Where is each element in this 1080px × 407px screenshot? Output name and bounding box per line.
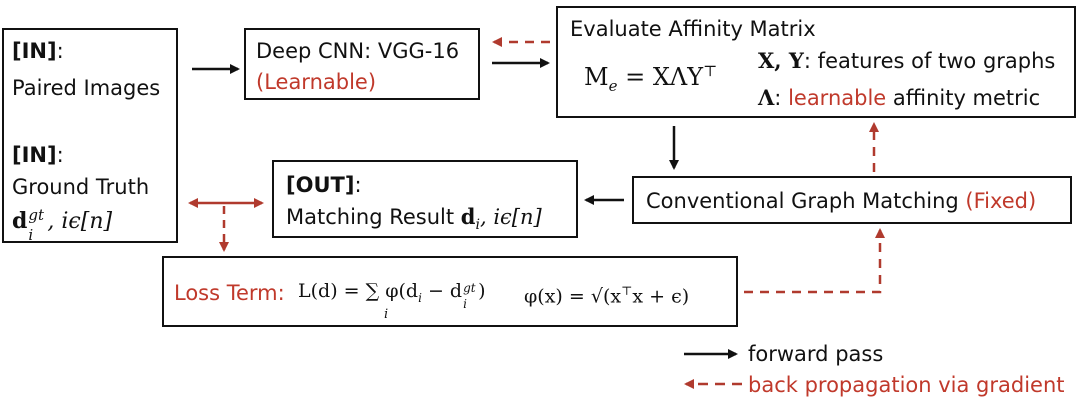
backprop-loss-to-matching <box>744 228 885 294</box>
xy-symbol: X, Y <box>758 48 804 73</box>
input-box: [IN]: Paired Images [IN]: Ground Truth d… <box>2 28 178 244</box>
cnn-title: Deep CNN: VGG-16 <box>256 39 460 63</box>
affinity-box: Evaluate Affinity Matrix Me = XΛY⊤ X, Y:… <box>556 6 1076 118</box>
affinity-formula: Me = XΛY⊤ <box>584 62 718 95</box>
graph-matching-box: Conventional Graph Matching (Fixed) <box>632 176 1072 224</box>
output-tag: [OUT] <box>286 173 355 197</box>
fixed-note: (Fixed) <box>965 189 1037 213</box>
legend-forward-label: forward pass <box>748 342 884 366</box>
input-colon-2: : <box>56 143 64 167</box>
affinity-title: Evaluate Affinity Matrix <box>570 17 816 41</box>
input-tag-1: [IN] <box>12 39 57 63</box>
output-colon: : <box>354 173 362 197</box>
output-label: Matching Result di, iϵ[n] <box>286 204 542 234</box>
legend-backward-label: back propagation via gradient <box>748 373 1065 397</box>
cnn-learnable-note: (Learnable) <box>256 70 377 94</box>
sum-index: i <box>384 307 389 322</box>
input-label-ground-truth: Ground Truth <box>12 175 150 199</box>
output-box: [OUT]: Matching Result di, iϵ[n] <box>272 160 578 238</box>
graph-matching-label: Conventional Graph Matching (Fixed) <box>646 189 1037 213</box>
input-colon-1: : <box>56 39 64 63</box>
input-tag-2: [IN] <box>12 143 57 167</box>
cnn-box: Deep CNN: VGG-16 (Learnable) <box>244 28 480 100</box>
learnable-word: learnable <box>788 86 887 110</box>
phi-formula: φ(x) = √(x⊤x + ϵ) <box>524 284 690 308</box>
affinity-xy-line: X, Y: features of two graphs <box>758 48 1056 73</box>
input-label-paired-images: Paired Images <box>12 76 161 100</box>
lambda-symbol: Λ <box>758 85 775 110</box>
loss-term-label: Loss Term: <box>174 281 285 305</box>
affinity-lambda-line: Λ: learnable affinity metric <box>758 85 1041 110</box>
